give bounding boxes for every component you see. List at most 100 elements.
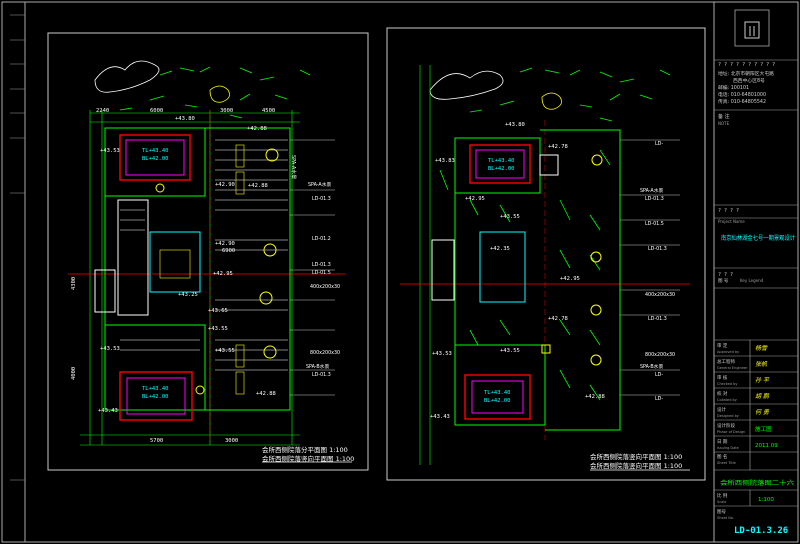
drawing-title-en: Sheet Title: [717, 461, 736, 465]
project-name-en: Project Name: [718, 219, 745, 224]
left-elev: +42.88: [256, 391, 276, 397]
left-callout: LD-01.3: [312, 196, 331, 202]
right-spa-pool-top-outline: [469, 144, 531, 184]
address-line: 电话: 010-64801000: [718, 91, 766, 98]
right-pool-bl: BL+42.00: [484, 398, 511, 404]
right-elev: +43.55: [500, 348, 520, 354]
logo-mark-icon: [744, 21, 760, 39]
left-drawing-title: 会所西侧院落分平面图 1:100: [262, 445, 348, 454]
left-steps: [159, 144, 245, 395]
left-elev: +42.88: [247, 126, 267, 132]
title-block: ? ? ? ? ? ? ? ? ? ? 地址: 北京市朝阳区大屯路 西西中心区8…: [713, 1, 799, 543]
right-callout: LD-: [655, 396, 663, 402]
drawing-title: 会所西侧院落图二十六: [720, 479, 794, 487]
right-plan: +43.80 +43.83 +42.78 +43.55 +42.95 +42.3…: [400, 65, 690, 471]
left-spa-pool-top-outline: [119, 134, 191, 181]
scale-label: 比 例: [717, 492, 728, 499]
row-en: Designed by: [717, 414, 739, 418]
right-pool-bl: BL+42.00: [488, 166, 515, 172]
left-elevation-labels: +43.80 +43.53 +42.88 +42.88 +42.90 +42.9…: [98, 116, 276, 414]
right-elev: +42.78: [548, 144, 568, 150]
address-line: 地址: 北京市朝阳区大屯路: [718, 70, 774, 77]
right-walls: [431, 129, 621, 431]
right-rock-cluster: [429, 70, 504, 100]
right-callout: LD-01.3: [648, 316, 667, 322]
right-elev: +42.78: [548, 316, 568, 322]
right-elev: +43.83: [435, 158, 455, 164]
right-elev: +43.53: [432, 351, 452, 357]
left-elev: +43.65: [208, 308, 228, 314]
left-planters: [155, 148, 279, 395]
left-lawn-hatch: [119, 66, 311, 119]
left-elev: +43.53: [100, 148, 120, 154]
left-drawing-title: 会所西侧院落竖向平面图 1:100: [262, 454, 354, 463]
left-dim: 2240: [96, 108, 109, 114]
left-elev: +42.95: [213, 271, 233, 277]
project-title: 南京仙林湖金七号一期景观设计: [721, 234, 795, 242]
left-spec: 400x200x30: [310, 284, 340, 290]
row-signature: 张帆: [755, 360, 768, 368]
row-en: Collated by: [717, 398, 737, 402]
row-en: Issuing Date: [717, 446, 739, 450]
left-plan: +43.80 +43.53 +42.88 +42.88 +42.90 +42.9…: [68, 60, 354, 463]
row-value: 施工图: [755, 425, 772, 433]
right-elevation-labels: +43.80 +43.83 +42.78 +43.55 +42.95 +42.3…: [430, 122, 605, 420]
left-pool-tl: TL+43.40: [142, 148, 169, 154]
left-dimension-labels: 2240 6000 3000 4500 5700 3000 6900 4300 …: [71, 108, 275, 444]
left-pool-bl: BL+42.00: [142, 156, 169, 162]
right-spa-pool-top: [475, 149, 525, 179]
left-dim: 3000: [225, 438, 238, 444]
row-label: 总工程师: [717, 358, 735, 365]
address-line: 邮编: 100101: [718, 84, 749, 91]
drawing-no-label: 图 号: [718, 278, 729, 284]
left-pool-bl: BL+42.00: [142, 394, 169, 400]
row-label: 日 期: [717, 439, 728, 445]
project-marks: ? ? ? ?: [718, 208, 739, 214]
left-pool-labels: TL+43.40 BL+42.00 TL+43.40 BL+42.00: [142, 148, 169, 400]
left-dim: 6000: [150, 108, 163, 114]
firm-address-block: 地址: 北京市朝阳区大屯路 西西中心区8号 邮编: 100101 电话: 010…: [718, 70, 774, 105]
left-dim: 4300: [71, 277, 77, 290]
right-callout: LD-01.3: [648, 246, 667, 252]
sheet-no-en: Sheet No.: [717, 516, 734, 520]
right-callout: LD-01.3: [645, 196, 664, 202]
right-spec: 400x200x30: [645, 292, 675, 298]
left-callout: LD-01.2: [312, 236, 331, 242]
right-slope-arrows: [439, 149, 611, 401]
right-viewport-frame: [386, 27, 706, 481]
note-sublabel: NOTE: [718, 121, 730, 126]
right-elev: +43.43: [430, 414, 450, 420]
row-signature: 孙 平: [755, 377, 770, 384]
left-shrub: [209, 85, 230, 103]
left-callout: LD-01.3: [312, 262, 331, 268]
right-elev: +43.80: [505, 122, 525, 128]
left-elev: +43.25: [178, 292, 198, 298]
left-pool-tl: TL+43.40: [142, 386, 169, 392]
left-rock-cluster: [94, 60, 160, 93]
right-spa-pool-bottom-outline: [464, 374, 531, 420]
left-elev: +43.43: [98, 408, 118, 414]
binding-strip-ticks: [10, 14, 25, 481]
right-callout: LD-: [655, 141, 663, 147]
row-en: Checked by: [717, 382, 737, 386]
right-callout: LD-: [655, 372, 663, 378]
right-elev: +42.35: [490, 246, 510, 252]
sheet-number: LD-01.3.26: [734, 526, 788, 536]
right-drawing-title: 会所西侧院落竖向平面图 1:100: [590, 461, 682, 470]
right-shrub: [541, 92, 562, 110]
right-callout: SPA-A水景: [640, 187, 664, 194]
note-label: 备 注: [718, 113, 730, 120]
left-spa-pool-top: [125, 139, 185, 176]
left-callout-labels: SPA-A水景 LD-01.3 LD-01.2 LD-01.3 LD-01.5 …: [306, 181, 340, 378]
address-line: 西西中心区8号: [733, 77, 765, 84]
title-top-marks: ? ? ? ? ? ? ? ? ? ?: [718, 62, 775, 68]
left-elev: +42.90: [215, 241, 235, 247]
left-dim: 4000: [71, 367, 77, 380]
right-pool-tl: TL+43.40: [488, 158, 515, 164]
right-elev: +42.95: [560, 276, 580, 282]
right-callout: SPA-B水景: [640, 363, 663, 370]
left-walls: [94, 127, 291, 411]
row-label: 校 对: [717, 390, 728, 397]
